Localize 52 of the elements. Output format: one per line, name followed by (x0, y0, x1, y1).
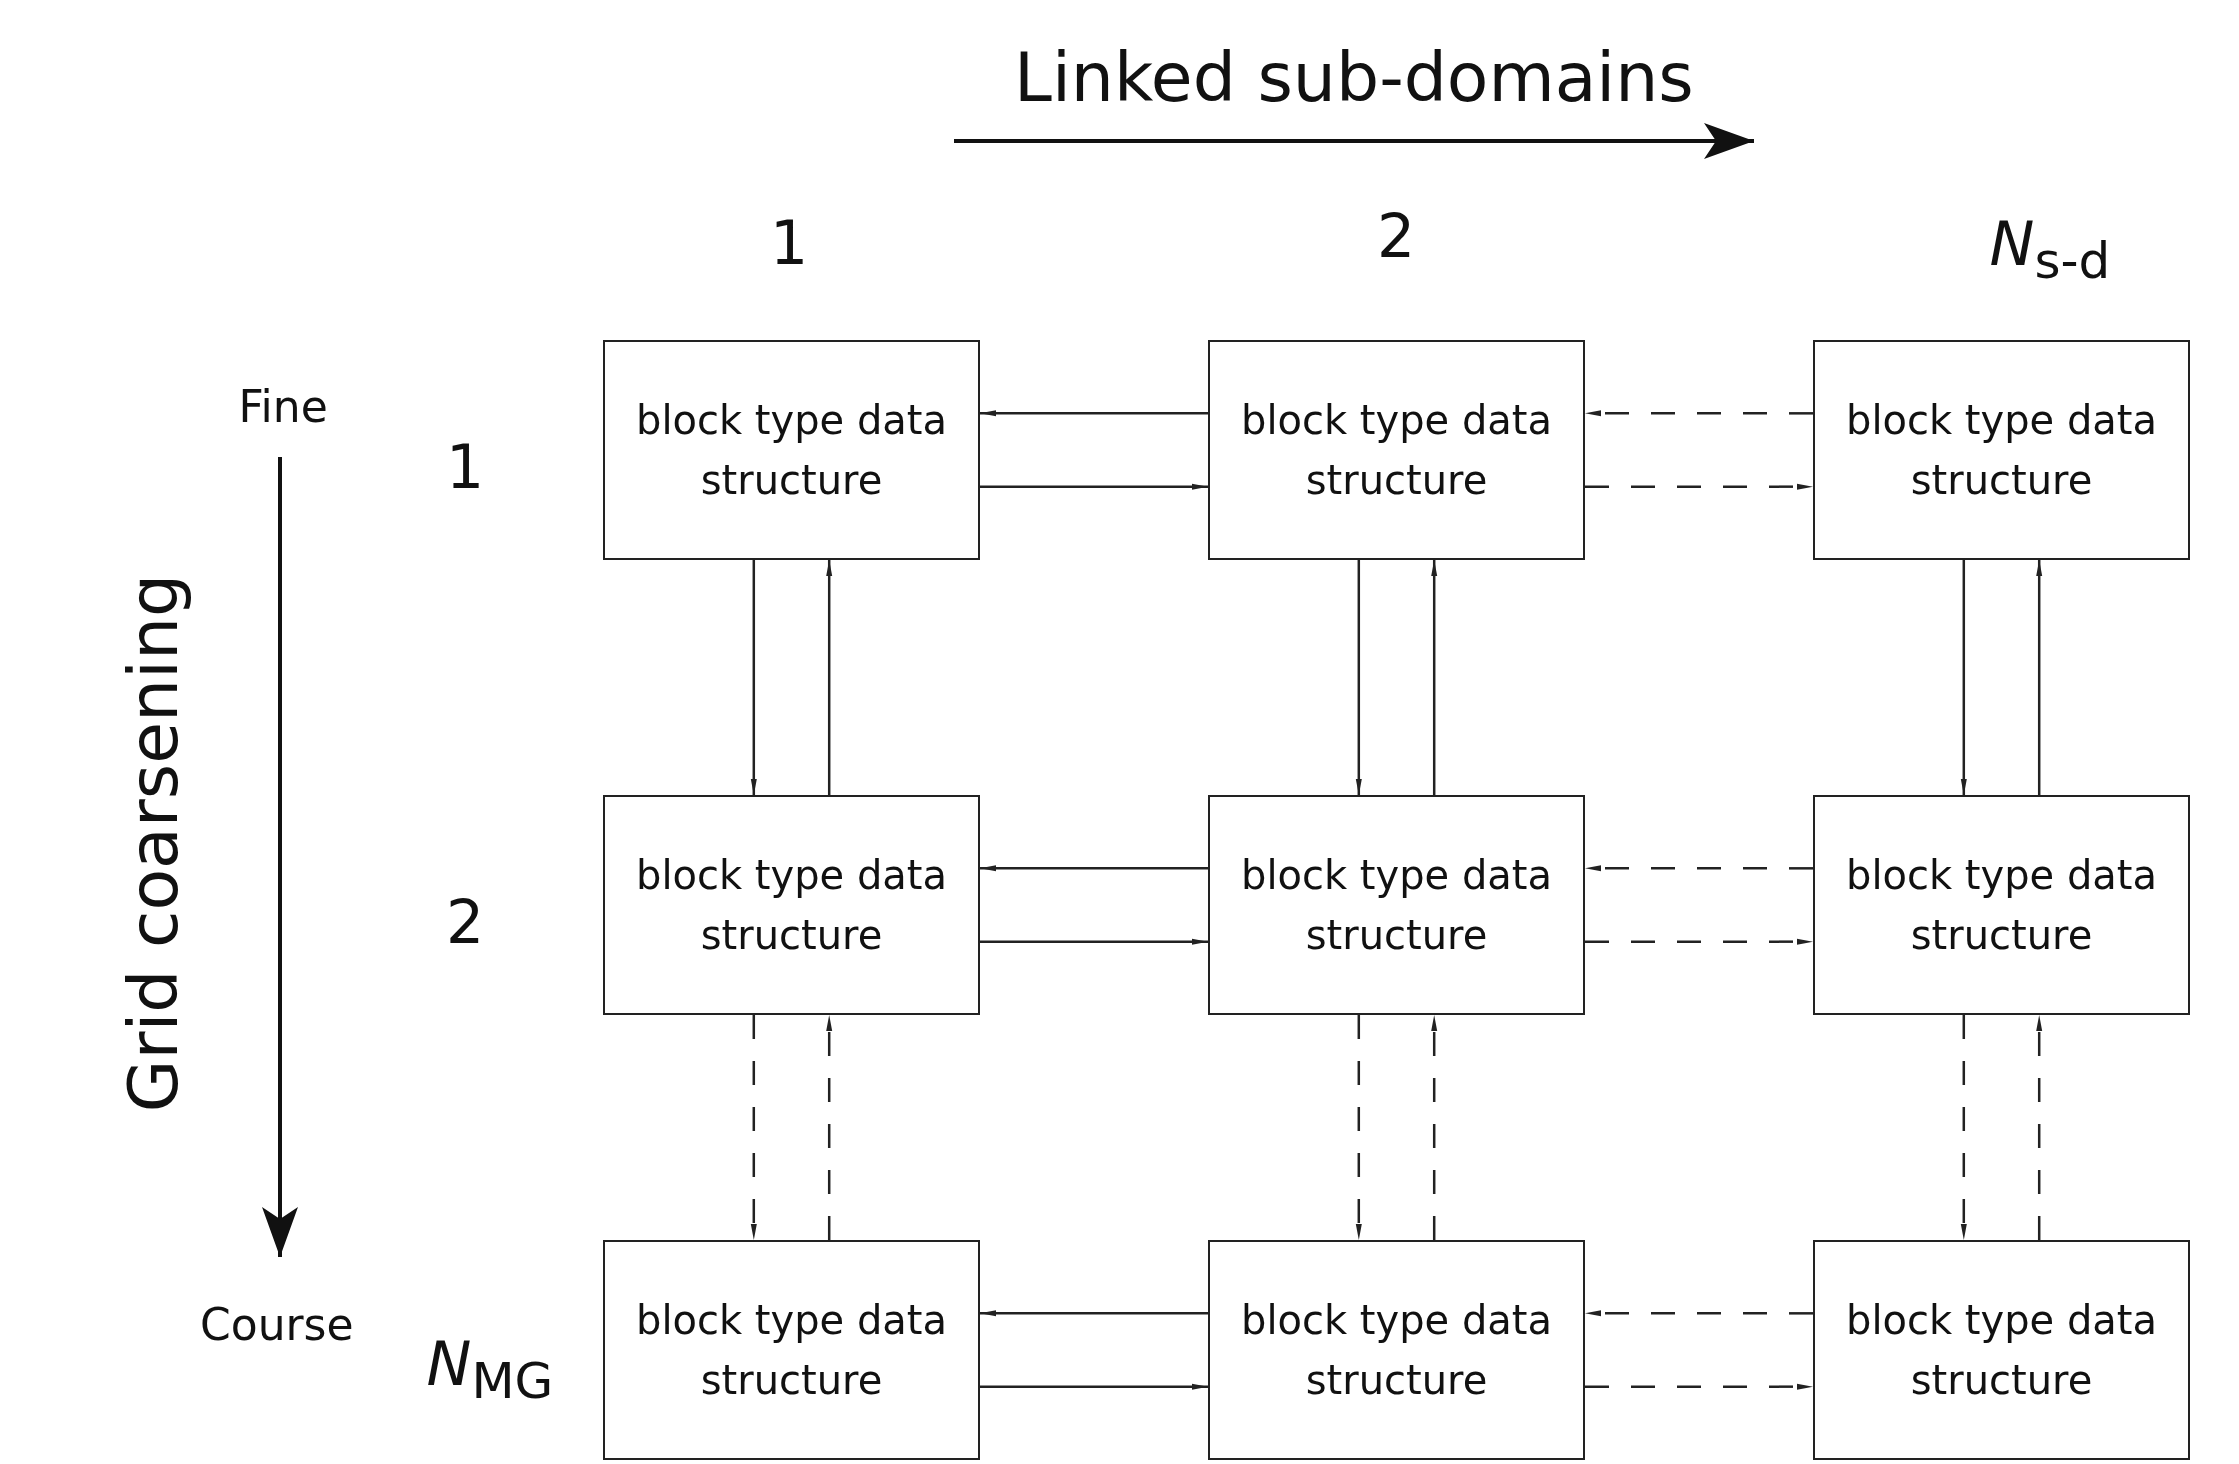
process-box (603, 1240, 980, 1460)
arrow (1585, 483, 1813, 490)
arrow (1960, 560, 1967, 795)
column-number: N$_{s-d}$ (1989, 214, 2111, 286)
arrow (1355, 560, 1362, 795)
column-number: 2 (1377, 206, 1416, 266)
arrow (2036, 1015, 2043, 1240)
arrow (1585, 938, 1813, 945)
arrow (1431, 560, 1438, 795)
arrow (826, 1015, 833, 1240)
process-box (1813, 1240, 2190, 1460)
arrow (980, 1383, 1208, 1390)
box-label: block type data structure (635, 396, 948, 505)
row-number: 2 (446, 892, 485, 952)
arrow (980, 483, 1208, 490)
process-box (1813, 795, 2190, 1015)
axis-title: Grid coarsening (120, 573, 189, 1113)
box-label: block type data structure (1845, 396, 2158, 505)
arrow (1585, 1383, 1813, 1390)
heading: Linked sub-domains (1014, 44, 1694, 112)
process-box (603, 795, 980, 1015)
box-label: block type data structure (1240, 851, 1553, 960)
arrow (980, 938, 1208, 945)
arrow (1960, 1015, 1967, 1240)
process-box (603, 340, 980, 560)
arrow (980, 410, 1208, 417)
process-box (1208, 1240, 1585, 1460)
box-label: block type data structure (1845, 1296, 2158, 1405)
arrow (2036, 560, 2043, 795)
row-label: Fine (238, 385, 328, 429)
arrow (1355, 1015, 1362, 1240)
process-box (1208, 795, 1585, 1015)
process-box (1813, 340, 2190, 560)
box-label: block type data structure (1240, 1296, 1553, 1405)
row-number: N$_{MG}$ (426, 1334, 554, 1406)
box-label: block type data structure (635, 851, 948, 960)
column-number: 1 (770, 213, 809, 273)
arrow (1585, 865, 1813, 872)
arrow (750, 560, 757, 795)
arrow (826, 560, 833, 795)
row-number: 1 (446, 437, 485, 497)
box-label: block type data structure (635, 1296, 948, 1405)
arrow (1585, 1310, 1813, 1317)
arrow (1585, 410, 1813, 417)
arrow (980, 1310, 1208, 1317)
box-label: block type data structure (1240, 396, 1553, 505)
row-label: Course (200, 1303, 354, 1347)
process-box (1208, 340, 1585, 560)
arrow (750, 1015, 757, 1240)
arrow (1431, 1015, 1438, 1240)
arrow (980, 865, 1208, 872)
box-label: block type data structure (1845, 851, 2158, 960)
